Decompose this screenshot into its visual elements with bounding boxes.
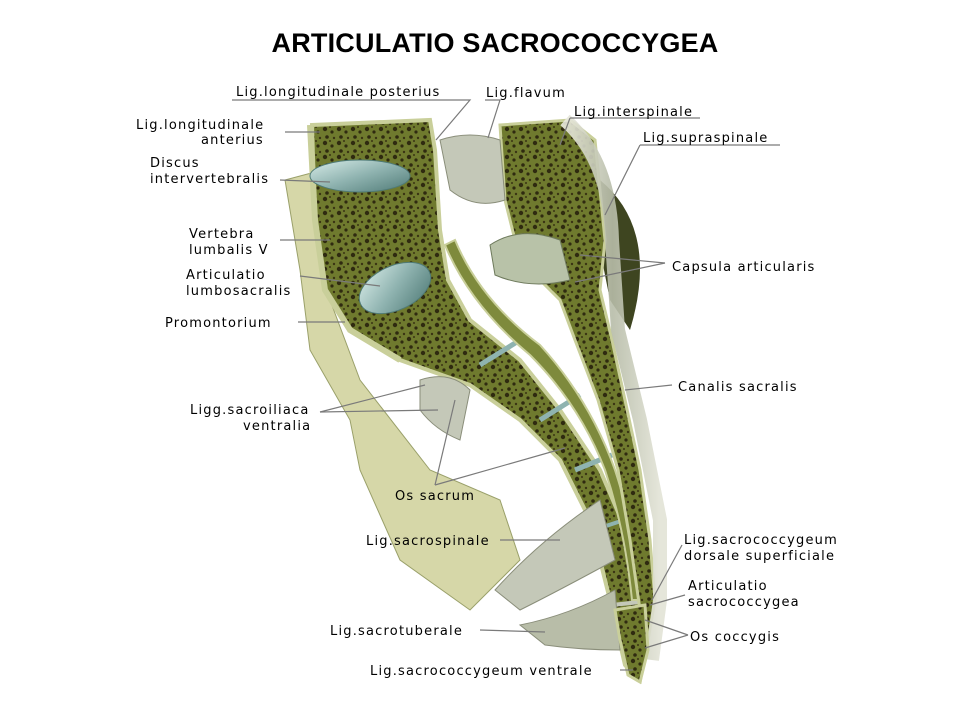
leader-lig-flavum <box>485 99 501 139</box>
lig-flavum-shape <box>439 134 506 204</box>
label-os-sacrum: Os sacrum <box>395 489 475 504</box>
leader-art-sacrococcygea <box>649 594 686 606</box>
leader-lig-supraspinale <box>604 144 780 216</box>
label-lig-sacrococcygeum-dorsale-line2: dorsale superficiale <box>684 549 835 564</box>
label-vertebra-line1: Vertebra <box>189 227 255 242</box>
label-os-coccygis: Os coccygis <box>690 630 780 645</box>
label-lig-sacrospinale: Lig.sacrospinale <box>366 534 490 549</box>
label-lig-supraspinale: Lig.supraspinale <box>643 131 768 146</box>
label-discus-line1: Discus <box>150 156 200 171</box>
label-discus-line2: intervertebralis <box>150 172 269 187</box>
lig-sacrospinale-shape <box>494 499 616 611</box>
page-title: ARTICULATIO SACROCOCCYGEA <box>271 28 719 58</box>
leader-capsula-2 <box>574 262 666 283</box>
leader-os-sacrum-2 <box>434 447 566 486</box>
label-lig-sacrotuberale: Lig.sacrotuberale <box>330 624 463 639</box>
leader-os-sacrum-1 <box>434 399 456 486</box>
leader-canalis-sacralis <box>624 384 673 391</box>
leader-os-coccygis-1 <box>644 619 689 636</box>
label-ligg-sacroiliaca-line1: Ligg.sacroiliaca <box>190 403 310 418</box>
label-art-sacrococcygea-line1: Articulatio <box>688 579 768 594</box>
leader-capsula-1 <box>579 254 666 264</box>
interspinous-ligament-band <box>560 114 667 661</box>
label-promontorium: Promontorium <box>165 316 272 331</box>
leader-ligg-sacroiliaca-1 <box>319 384 426 413</box>
leader-lig-sacrococc-dorsale <box>651 544 683 601</box>
label-ligg-sacroiliaca-line2: ventralia <box>243 419 311 434</box>
capsula-articularis-shape <box>489 233 571 285</box>
os-coccygis-shape <box>613 603 650 685</box>
leader-lig-long-posterius <box>232 99 472 141</box>
label-capsula-articularis: Capsula articularis <box>672 260 816 275</box>
leader-ligg-sacroiliaca-2 <box>319 409 439 413</box>
label-lig-longitudinale-anterius-line2: anterius <box>201 133 264 148</box>
leader-lig-interspinale <box>559 117 700 146</box>
leader-discus <box>279 179 331 183</box>
label-lig-sacrococcygeum-dorsale-line1: Lig.sacrococcygeum <box>684 533 838 548</box>
label-art-lumbosacralis-line2: lumbosacralis <box>186 284 292 299</box>
discus-intervertebralis-lower <box>358 261 432 315</box>
label-lig-flavum: Lig.flavum <box>486 86 566 101</box>
label-canalis-sacralis: Canalis sacralis <box>678 380 798 395</box>
label-lig-longitudinale-anterius-line1: Lig.longitudinale <box>136 118 264 133</box>
background-tissue <box>284 171 521 611</box>
lig-sacrotuberale-shape <box>518 589 621 651</box>
label-art-sacrococcygea-line2: sacrococcygea <box>688 595 800 610</box>
discus-intervertebralis-upper <box>309 159 411 193</box>
label-art-lumbosacralis-line1: Articulatio <box>186 268 266 283</box>
sacral-fusion-line-1 <box>478 337 522 368</box>
label-lig-sacrococcygeum-ventrale: Lig.sacrococcygeum ventrale <box>370 664 593 679</box>
label-lig-interspinale: Lig.interspinale <box>574 105 693 120</box>
ligg-sacroiliaca-shape <box>419 376 471 441</box>
canalis-sacralis <box>443 238 642 601</box>
leader-os-coccygis-2 <box>644 634 689 649</box>
label-vertebra-line2: lumbalis V <box>189 243 269 258</box>
label-lig-longitudinale-posterius: Lig.longitudinale posterius <box>236 85 441 100</box>
anterior-ligament-band <box>307 124 402 363</box>
leader-lig-sacrotuberale <box>479 629 546 633</box>
leader-art-lumbosacralis <box>299 275 381 287</box>
